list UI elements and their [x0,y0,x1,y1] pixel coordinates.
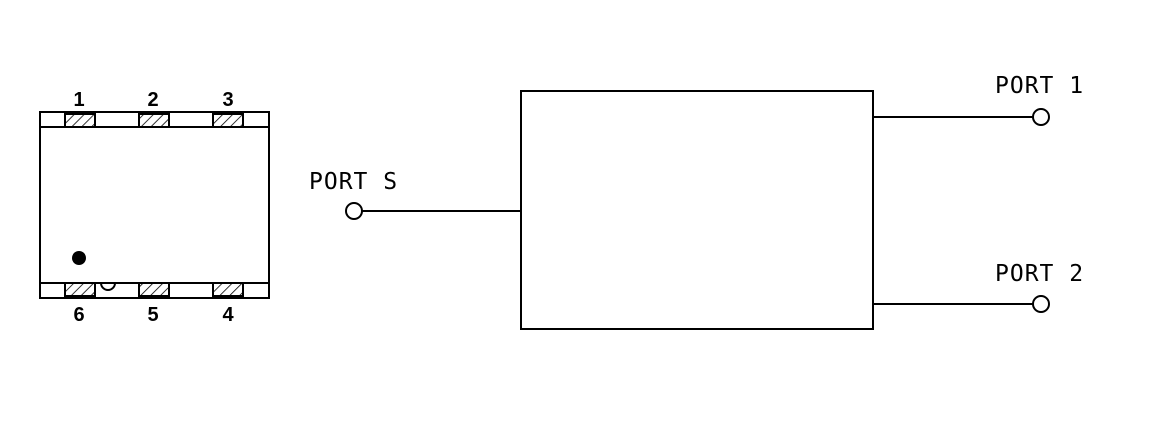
pin-number-6: 6 [73,304,84,326]
package-body [39,111,270,299]
pin-number-5: 5 [147,304,158,326]
block-diagram: PORT S PORT 1 PORT 2 [309,73,1084,330]
port-s-label: PORT S [309,169,398,195]
pad-6 [64,282,96,297]
pad-3 [212,113,244,128]
pin-number-4: 4 [222,304,234,326]
port-1-label: PORT 1 [995,73,1084,99]
pin-number-2: 2 [147,89,158,111]
port-2-label: PORT 2 [995,261,1084,287]
pin-number-1: 1 [73,89,84,111]
pad-2 [138,113,170,128]
pin-number-3: 3 [222,89,233,111]
pin1-indicator-dot [72,251,86,265]
device-block [520,90,874,330]
pad-5 [138,282,170,297]
package-footprint: 1 2 3 6 5 4 [39,89,270,326]
port-s-terminal [345,202,363,220]
pad-1 [64,113,96,128]
pad-4 [212,282,244,297]
port-1-terminal [1032,108,1050,126]
port-2-terminal [1032,295,1050,313]
orientation-notch [100,282,116,291]
